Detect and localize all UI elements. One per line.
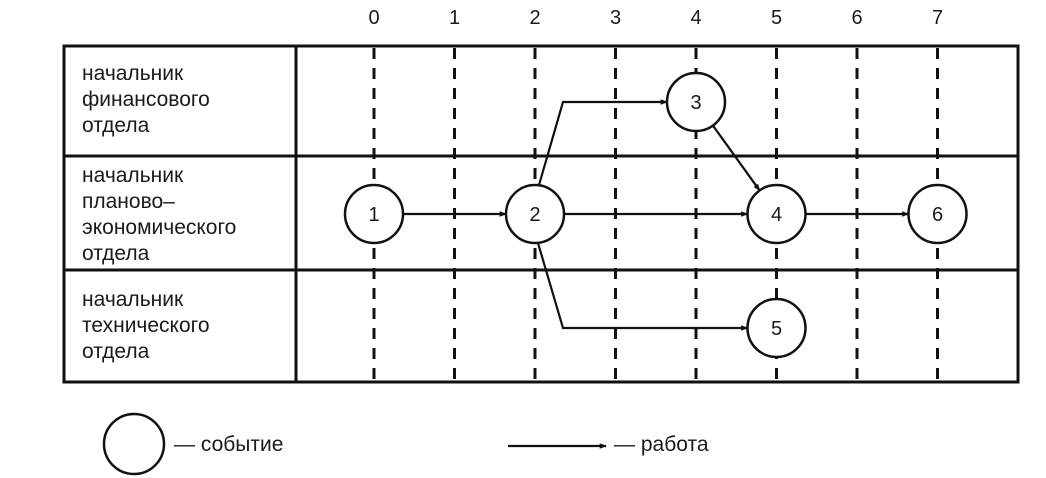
time-axis: 0 1 2 3 4 5 6 7 (368, 7, 943, 29)
event-number: 5 (771, 318, 782, 340)
row-label-technical: начальник технического отдела (82, 288, 215, 363)
row-label-line: отдела (82, 340, 150, 363)
event-number: 1 (368, 204, 379, 226)
row-label-finance: начальник финансового отдела (82, 62, 216, 137)
event-node-4: 4 (746, 183, 807, 245)
event-circle (665, 71, 727, 133)
row-label-line: начальник (82, 62, 184, 85)
row-label-line: начальник (82, 164, 184, 187)
time-tick-5: 5 (771, 7, 782, 29)
row-label-line: технического (82, 314, 210, 337)
row-label-line: экономического (82, 216, 236, 239)
event-node-1: 1 (343, 183, 405, 245)
time-tick-3: 3 (610, 7, 621, 29)
legend-event-label: — событие (174, 433, 283, 456)
row-label-line: отдела (82, 114, 150, 137)
event-number: 3 (690, 92, 701, 114)
event-circle (343, 183, 405, 245)
time-tick-1: 1 (449, 7, 460, 29)
swimlane-table (62, 44, 1020, 384)
event-circle (907, 183, 968, 245)
event-node-5: 5 (746, 297, 807, 359)
row-label-line: начальник (82, 288, 184, 311)
work-arrow-2-3 (537, 99, 668, 186)
legend-event-circle-icon (102, 412, 166, 476)
row-label-line: финансового (82, 88, 210, 111)
event-number: 6 (932, 204, 943, 226)
time-tick-2: 2 (529, 7, 540, 29)
event-node-3: 3 (665, 71, 727, 133)
row-label-line: отдела (82, 242, 150, 265)
legend-work-label: — работа (614, 433, 709, 456)
time-tick-6: 6 (851, 7, 862, 29)
event-node-2: 2 (504, 183, 566, 245)
event-number: 2 (529, 204, 540, 226)
event-number: 4 (771, 204, 782, 226)
legend: — событие — работа (102, 412, 709, 476)
works-layer (403, 99, 910, 331)
event-circle (746, 297, 807, 359)
row-label-line: планово– (82, 190, 175, 213)
row-label-planning: начальник планово– экономического отдела (82, 164, 242, 265)
work-arrow-2-5 (536, 242, 749, 331)
work-arrow-3-4 (712, 124, 761, 192)
events-layer: 1 2 3 4 5 6 (343, 71, 968, 359)
time-tick-4: 4 (690, 7, 701, 29)
time-tick-0: 0 (368, 7, 379, 29)
row-labels: начальник финансового отдела начальник п… (82, 62, 242, 363)
event-circle (504, 183, 566, 245)
event-node-6: 6 (907, 183, 968, 245)
time-tick-7: 7 (932, 7, 943, 29)
event-circle (746, 183, 807, 245)
